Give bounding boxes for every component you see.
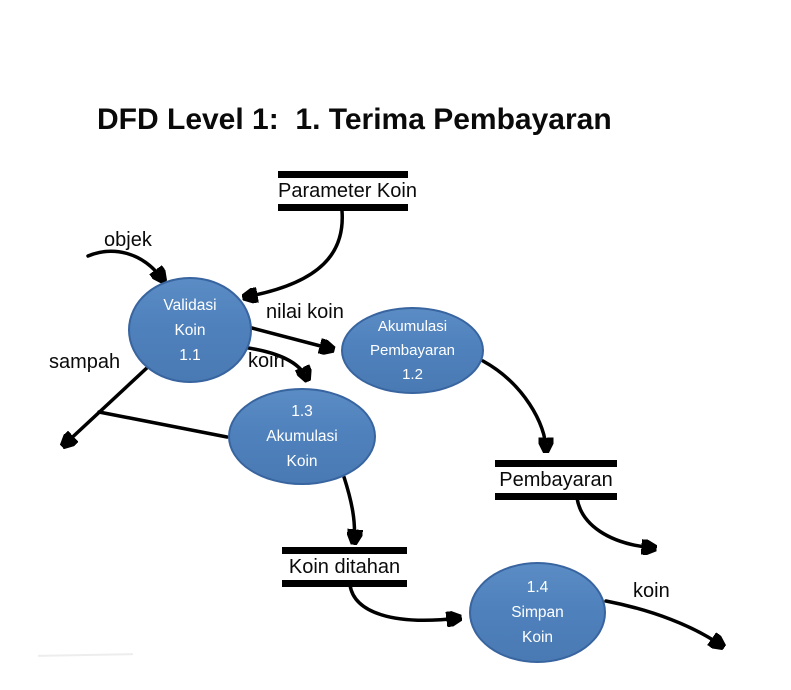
flow-akumulasipembayaran-to-pembayaran <box>481 359 546 450</box>
process-validasi-koin-1-1: Validasi Koin 1.1 <box>128 277 252 383</box>
datastore-koin-ditahan: Koin ditahan <box>282 547 407 587</box>
process-akumulasi-koin-1-3: 1.3 Akumulasi Koin <box>228 388 376 485</box>
datastore-top-bar <box>278 171 408 178</box>
flow-label-koin-out: koin <box>633 580 670 602</box>
process-label: Akumulasi Pembayaran 1.2 <box>369 317 456 383</box>
flow-koinditahan-to-simpankoin <box>348 583 459 620</box>
datastore-bottom-bar <box>278 204 408 211</box>
datastore-top-bar <box>282 547 407 554</box>
process-label: 1.3 Akumulasi Koin <box>266 403 338 470</box>
datastore-bottom-bar <box>282 580 407 587</box>
datastore-label: Koin ditahan <box>288 556 401 578</box>
scan-artifact-line <box>37 653 134 657</box>
flow-nilaikoin-validasi-to-akumulasipembayaran <box>250 326 332 349</box>
flow-akumulasikoin-to-koinditahan <box>342 475 355 542</box>
datastore-label: Parameter Koin <box>278 180 417 202</box>
flow-label-objek: objek <box>104 229 152 251</box>
flow-koin-simpankoin-out <box>604 599 722 646</box>
process-simpan-koin-1-4: 1.4 Simpan Koin <box>469 562 606 663</box>
flow-pembayaran-out <box>575 496 654 548</box>
datastore-label: Pembayaran <box>499 469 613 491</box>
process-label: 1.4 Simpan Koin <box>511 579 564 646</box>
flow-objek-to-validasi <box>86 249 163 280</box>
flow-parameterkoin-to-validasi <box>245 209 344 297</box>
flow-sampah-from-akumulasikoin <box>97 410 229 439</box>
page-title: DFD Level 1: 1. Terima Pembayaran <box>97 103 612 136</box>
process-akumulasi-pembayaran-1-2: Akumulasi Pembayaran 1.2 <box>341 307 484 394</box>
process-label: Validasi Koin 1.1 <box>163 296 217 364</box>
datastore-pembayaran: Pembayaran <box>495 460 617 500</box>
datastore-parameter-koin: Parameter Koin <box>278 171 417 211</box>
flow-label-nilai-koin: nilai koin <box>266 301 344 323</box>
datastore-top-bar <box>495 460 617 467</box>
flow-label-koin: koin <box>248 350 285 372</box>
datastore-bottom-bar <box>495 493 617 500</box>
flow-sampah-from-validasi <box>64 363 152 445</box>
flow-label-sampah: sampah <box>49 351 121 373</box>
